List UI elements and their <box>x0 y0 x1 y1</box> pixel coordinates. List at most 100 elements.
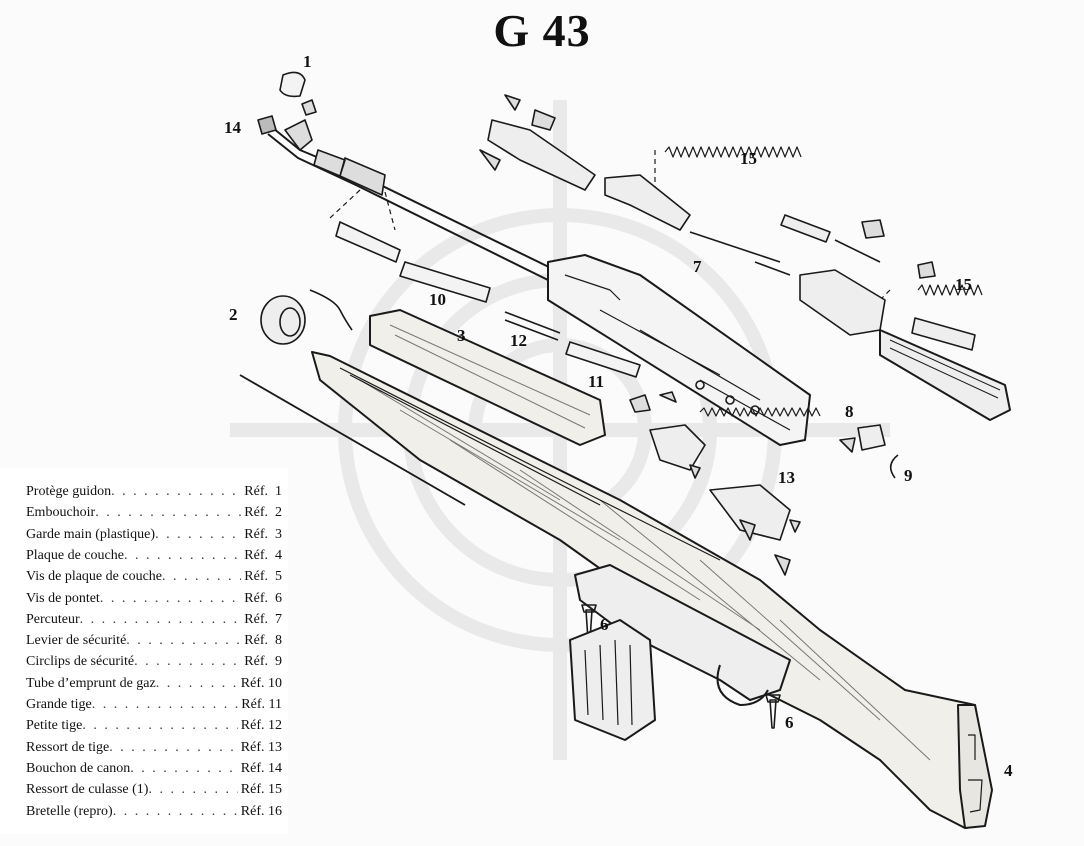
muzzle-cap <box>257 115 277 135</box>
trigger-guard-loop <box>716 664 769 706</box>
bolt <box>799 269 886 336</box>
legend-part-name: Vis de pontet <box>26 590 100 606</box>
trigger-group <box>649 424 791 541</box>
short-rod <box>504 311 561 341</box>
legend-leader-dots <box>100 589 241 609</box>
firing-pin <box>689 231 791 276</box>
legend-part-name: Grande tige <box>26 697 92 712</box>
stock-grain <box>359 379 931 761</box>
legend-row: Levier de sécuritéRéf. 8 <box>26 631 282 651</box>
legend-leader-dots <box>130 759 238 779</box>
legend-row: Petite tigeRéf. 12 <box>26 716 282 736</box>
legend-leader-dots <box>155 525 241 545</box>
buttplate-detail <box>968 734 983 813</box>
top-cover <box>487 119 596 191</box>
legend-leader-dots <box>82 716 237 736</box>
legend-part-name: Ressort de culasse (1) <box>26 782 149 798</box>
legend-row: Tube d’emprunt de gaz Réf. 10 <box>26 674 282 694</box>
callout-label: 7 <box>693 257 702 276</box>
legend-row: Protège guidon Réf. 1 <box>26 482 282 502</box>
trigger-small-parts <box>629 391 801 576</box>
callout-label: 14 <box>224 118 242 137</box>
circlip <box>889 454 899 479</box>
legend-part-name: Ressort de tige <box>26 739 110 755</box>
rod-spring <box>699 407 821 417</box>
callout-label: 6 <box>785 713 794 732</box>
cleaning-rod <box>239 374 466 506</box>
legend-part-name: Garde main (plastique) <box>26 526 156 542</box>
legend-row: Circlips de sécuritéRéf. 9 <box>26 652 282 672</box>
legend-leader-dots <box>111 482 241 502</box>
safety-small <box>839 437 856 453</box>
receiver-hole <box>695 380 705 390</box>
bolt-part <box>917 261 936 279</box>
legend-ref: Réf. 9 <box>244 654 282 670</box>
legend-ref: Réf. 2 <box>244 505 282 521</box>
legend-part-name: Vis de plaque de couche <box>26 569 162 585</box>
gas-tube <box>335 221 491 303</box>
parts-legend: Protège guidon Réf. 1 Embouchoir Réf. 2 Gard… <box>0 468 288 834</box>
legend-ref: Réf. 6 <box>244 590 282 606</box>
legend-ref: Réf. 7 <box>244 611 282 627</box>
callout-label: 15 <box>955 275 972 294</box>
legend-part-name: Tube d’emprunt de gaz <box>26 675 156 691</box>
striker-rod <box>780 214 831 243</box>
legend-row: Bretelle (repro)Réf. 16 <box>26 802 282 822</box>
page-title: G 43 <box>493 5 591 56</box>
stock-channel <box>339 367 721 561</box>
legend-ref: Réf. 1 <box>244 484 282 499</box>
callout-label: 3 <box>457 326 466 345</box>
assembly-lines <box>329 150 891 311</box>
legend-part-name: Petite tige <box>26 718 83 734</box>
legend-leader-dots <box>148 780 237 800</box>
legend-leader-dots <box>109 738 238 758</box>
recoil-spring-right <box>917 284 983 296</box>
guide-rod <box>834 239 881 263</box>
legend-part-name: Embouchoir <box>26 505 96 521</box>
front-sight <box>301 99 317 116</box>
legend-row: Ressort de culasse (1) Réf. 15 <box>26 780 282 800</box>
legend-part-name: Protège guidon <box>26 484 112 499</box>
legend-leader-dots <box>113 802 238 822</box>
legend-part-name: Percuteur <box>26 611 80 627</box>
legend-leader-dots <box>92 695 239 715</box>
handguard <box>369 309 606 446</box>
callout-label: 10 <box>429 290 446 309</box>
top-small-parts <box>479 94 556 171</box>
legend-part-name: Levier de sécurité <box>26 633 127 649</box>
barrel-front <box>284 119 386 196</box>
buttplate <box>957 704 993 829</box>
safety-lever <box>857 424 886 451</box>
legend-ref: Réf. 11 <box>241 697 282 712</box>
legend-leader-dots <box>124 546 241 566</box>
muzzle-nut <box>260 295 306 345</box>
recoil-spring-top <box>664 146 802 158</box>
legend-ref: Réf. 15 <box>240 782 282 798</box>
bolt-carrier <box>604 174 691 231</box>
legend-leader-dots <box>126 631 241 651</box>
callout-label: 6 <box>600 615 609 634</box>
trigger-guard <box>574 564 791 701</box>
callout-label: 15 <box>740 149 757 168</box>
legend-leader-dots <box>95 503 241 523</box>
callout-label: 4 <box>1004 761 1013 780</box>
legend-ref: Réf. 16 <box>240 803 282 819</box>
callout-label: 1 <box>303 52 312 71</box>
legend-leader-dots <box>134 652 241 672</box>
legend-row: Plaque de coucheRéf. 4 <box>26 546 282 566</box>
legend-ref: Réf. 3 <box>244 526 282 542</box>
legend-ref: Réf. 10 <box>240 675 282 691</box>
muzzle-nut-bore <box>279 307 301 337</box>
receiver <box>547 254 811 446</box>
receiver-hole-2 <box>725 395 735 405</box>
rail-cover <box>911 317 976 351</box>
legend-row: Embouchoir Réf. 2 <box>26 503 282 523</box>
legend-ref: Réf. 14 <box>240 760 282 776</box>
legend-row: Vis de plaque de coucheRéf. 5 <box>26 567 282 587</box>
callout-label: 11 <box>588 372 604 391</box>
legend-row: Percuteur Réf. 7 <box>26 610 282 630</box>
legend-row: Vis de pontet Réf. 6 <box>26 589 282 609</box>
receiver-detail <box>564 274 791 431</box>
